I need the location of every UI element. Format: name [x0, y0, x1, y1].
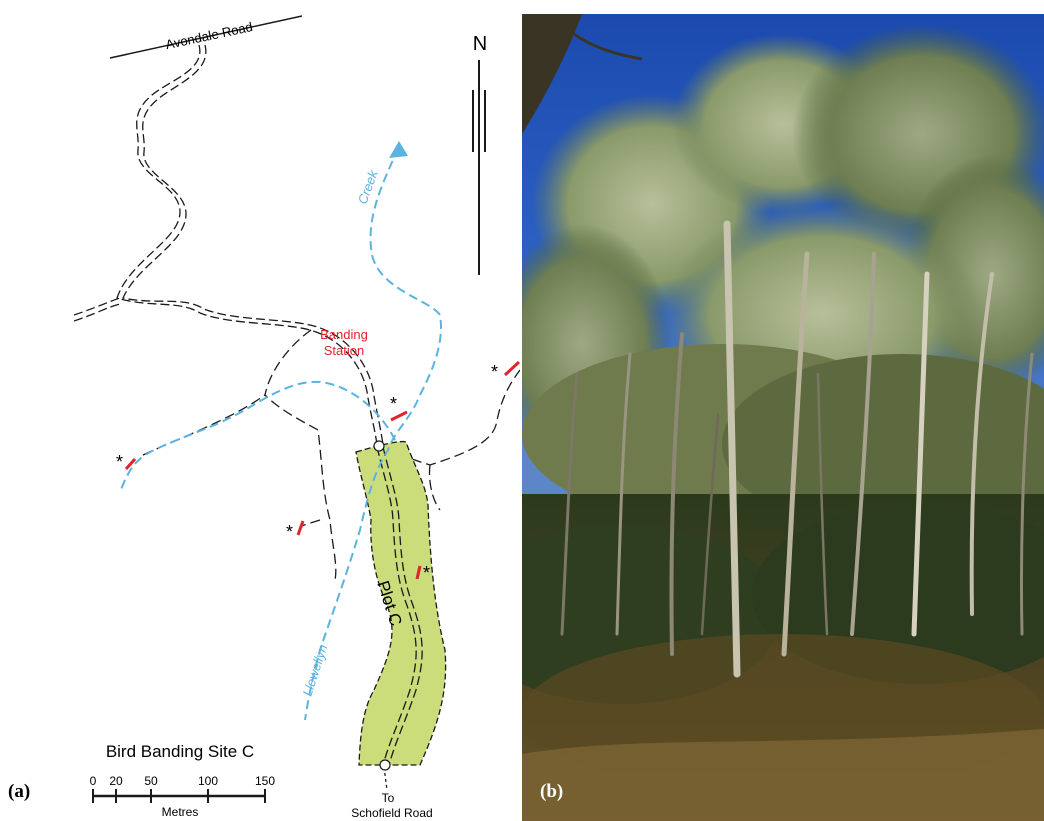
- map-title: Bird Banding Site C: [106, 742, 254, 761]
- panel-label-b: (b): [540, 781, 563, 802]
- station-mark-3: [124, 457, 137, 471]
- schofield-road-label-2: Schofield Road: [351, 806, 432, 820]
- banding-station-label: Banding: [320, 327, 368, 342]
- banding-station-label-2: Station: [324, 343, 364, 358]
- asterisk-5: *: [423, 563, 430, 583]
- main-track: [116, 44, 384, 446]
- station-mark-2: [503, 360, 520, 377]
- overhanging-branch: [522, 14, 582, 134]
- plot-c-area: [355, 440, 447, 766]
- west-track: [73, 297, 121, 322]
- creek-arrowhead: [389, 141, 408, 158]
- schofield-road-label: To: [382, 791, 395, 805]
- forest-photo: (b): [522, 14, 1044, 821]
- gate-south: [379, 759, 391, 771]
- scale-bar: [92, 789, 266, 803]
- north-arrow: [472, 60, 486, 275]
- north-label: N: [473, 33, 487, 55]
- avondale-road-label: Avondale Road: [164, 19, 254, 52]
- asterisk-1: *: [390, 394, 397, 414]
- plot-track: [376, 446, 423, 766]
- station-mark-5: [415, 565, 422, 580]
- asterisk-3: *: [116, 452, 123, 472]
- llewellyn-label: Llewellyn: [300, 642, 331, 698]
- site-map: Avondale Road Creek Llewellyn N: [8, 15, 520, 820]
- gate-north: [373, 440, 385, 452]
- scale-tick-0: 0: [90, 774, 97, 788]
- asterisk-2: *: [491, 362, 498, 382]
- panel-label-a: (a): [8, 781, 30, 802]
- scale-tick-50: 50: [144, 774, 158, 788]
- tree-trunks: [560, 220, 1034, 678]
- scale-tick-100: 100: [198, 774, 218, 788]
- station-mark-1: [390, 410, 408, 422]
- avondale-road: [109, 15, 303, 59]
- scale-tick-20: 20: [109, 774, 123, 788]
- asterisk-4: *: [286, 522, 293, 542]
- scale-unit: Metres: [162, 805, 199, 819]
- grass: [522, 729, 1044, 821]
- scale-tick-150: 150: [255, 774, 275, 788]
- station-marks: [124, 360, 520, 580]
- llewellyn-creek: [119, 147, 442, 721]
- track-south-stub: [383, 766, 388, 791]
- secondary-tracks: [142, 329, 520, 581]
- station-mark-4: [296, 520, 305, 536]
